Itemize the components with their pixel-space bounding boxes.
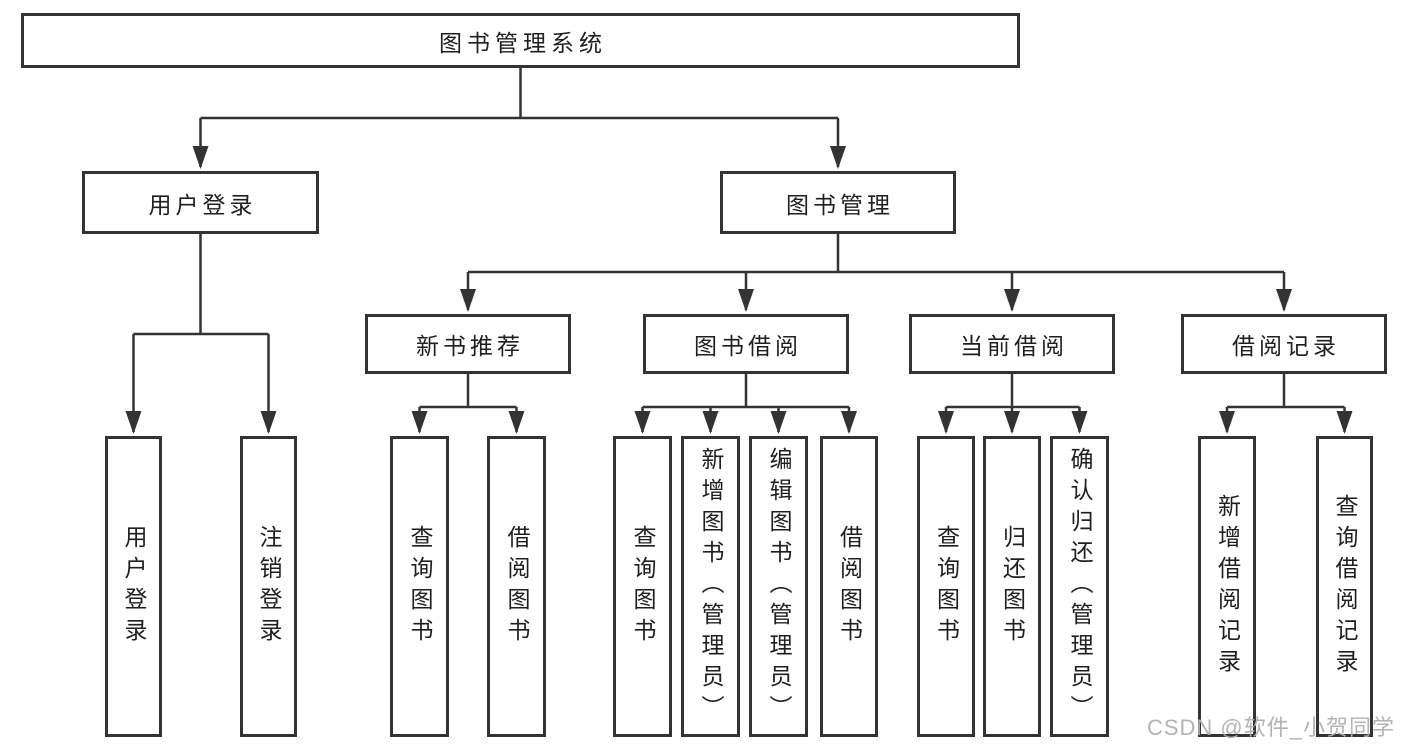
leaf-query-books-borrow-label: 查询图书 — [630, 524, 656, 649]
leaf-user-login-label: 用户登录 — [121, 524, 147, 649]
leaf-add-book-admin: 新增图书（管理员） — [681, 436, 740, 737]
node-user-login-label: 用户登录 — [148, 191, 257, 218]
leaf-return-book: 归还图书 — [983, 436, 1041, 737]
node-new-book-recommend: 新书推荐 — [365, 314, 571, 374]
watermark-csdn: CSDN @软件_小贺同学 — [1146, 715, 1395, 740]
leaf-borrow-books-label: 借阅图书 — [836, 524, 863, 649]
leaf-query-books-borrow: 查询图书 — [613, 436, 672, 737]
leaf-query-books-recommend-label: 查询图书 — [407, 524, 433, 649]
leaf-add-borrow-record-label: 新增借阅记录 — [1214, 493, 1241, 680]
leaf-query-books-current-label: 查询图书 — [933, 524, 960, 649]
leaf-query-borrow-record-label: 查询借阅记录 — [1332, 493, 1358, 680]
leaf-logout-login-label: 注销登录 — [256, 524, 282, 649]
node-book-management-label: 图书管理 — [786, 191, 894, 218]
node-book-borrow-label: 图书借阅 — [694, 333, 802, 359]
node-borrow-records-label: 借阅记录 — [1232, 333, 1340, 359]
node-user-login: 用户登录 — [82, 171, 319, 234]
leaf-add-borrow-record: 新增借阅记录 — [1198, 436, 1256, 737]
node-new-book-recommend-label: 新书推荐 — [416, 333, 524, 359]
node-current-borrow-label: 当前借阅 — [960, 333, 1068, 359]
node-borrow-records: 借阅记录 — [1181, 314, 1387, 374]
leaf-query-books-current: 查询图书 — [917, 436, 975, 737]
leaf-query-books-recommend: 查询图书 — [390, 436, 449, 737]
leaf-query-borrow-record: 查询借阅记录 — [1316, 436, 1373, 737]
node-library-system-label: 图书管理系统 — [439, 29, 607, 56]
node-library-system: 图书管理系统 — [21, 13, 1020, 68]
leaf-edit-book-admin: 编辑图书（管理员） — [749, 436, 808, 737]
leaf-logout-login: 注销登录 — [240, 436, 297, 737]
leaf-borrow-books-recommend: 借阅图书 — [487, 436, 546, 737]
leaf-edit-book-admin-label: 编辑图书（管理员） — [766, 447, 792, 726]
node-book-borrow: 图书借阅 — [643, 314, 849, 374]
leaf-user-login: 用户登录 — [105, 436, 162, 737]
leaf-confirm-return-admin-label: 确认归还（管理员） — [1067, 447, 1093, 726]
node-current-borrow: 当前借阅 — [909, 314, 1115, 374]
node-book-management: 图书管理 — [720, 171, 956, 234]
leaf-borrow-books: 借阅图书 — [820, 436, 878, 737]
leaf-borrow-books-recommend-label: 借阅图书 — [504, 524, 530, 649]
leaf-return-book-label: 归还图书 — [999, 524, 1026, 649]
leaf-add-book-admin-label: 新增图书（管理员） — [698, 447, 724, 726]
leaf-confirm-return-admin: 确认归还（管理员） — [1050, 436, 1109, 737]
